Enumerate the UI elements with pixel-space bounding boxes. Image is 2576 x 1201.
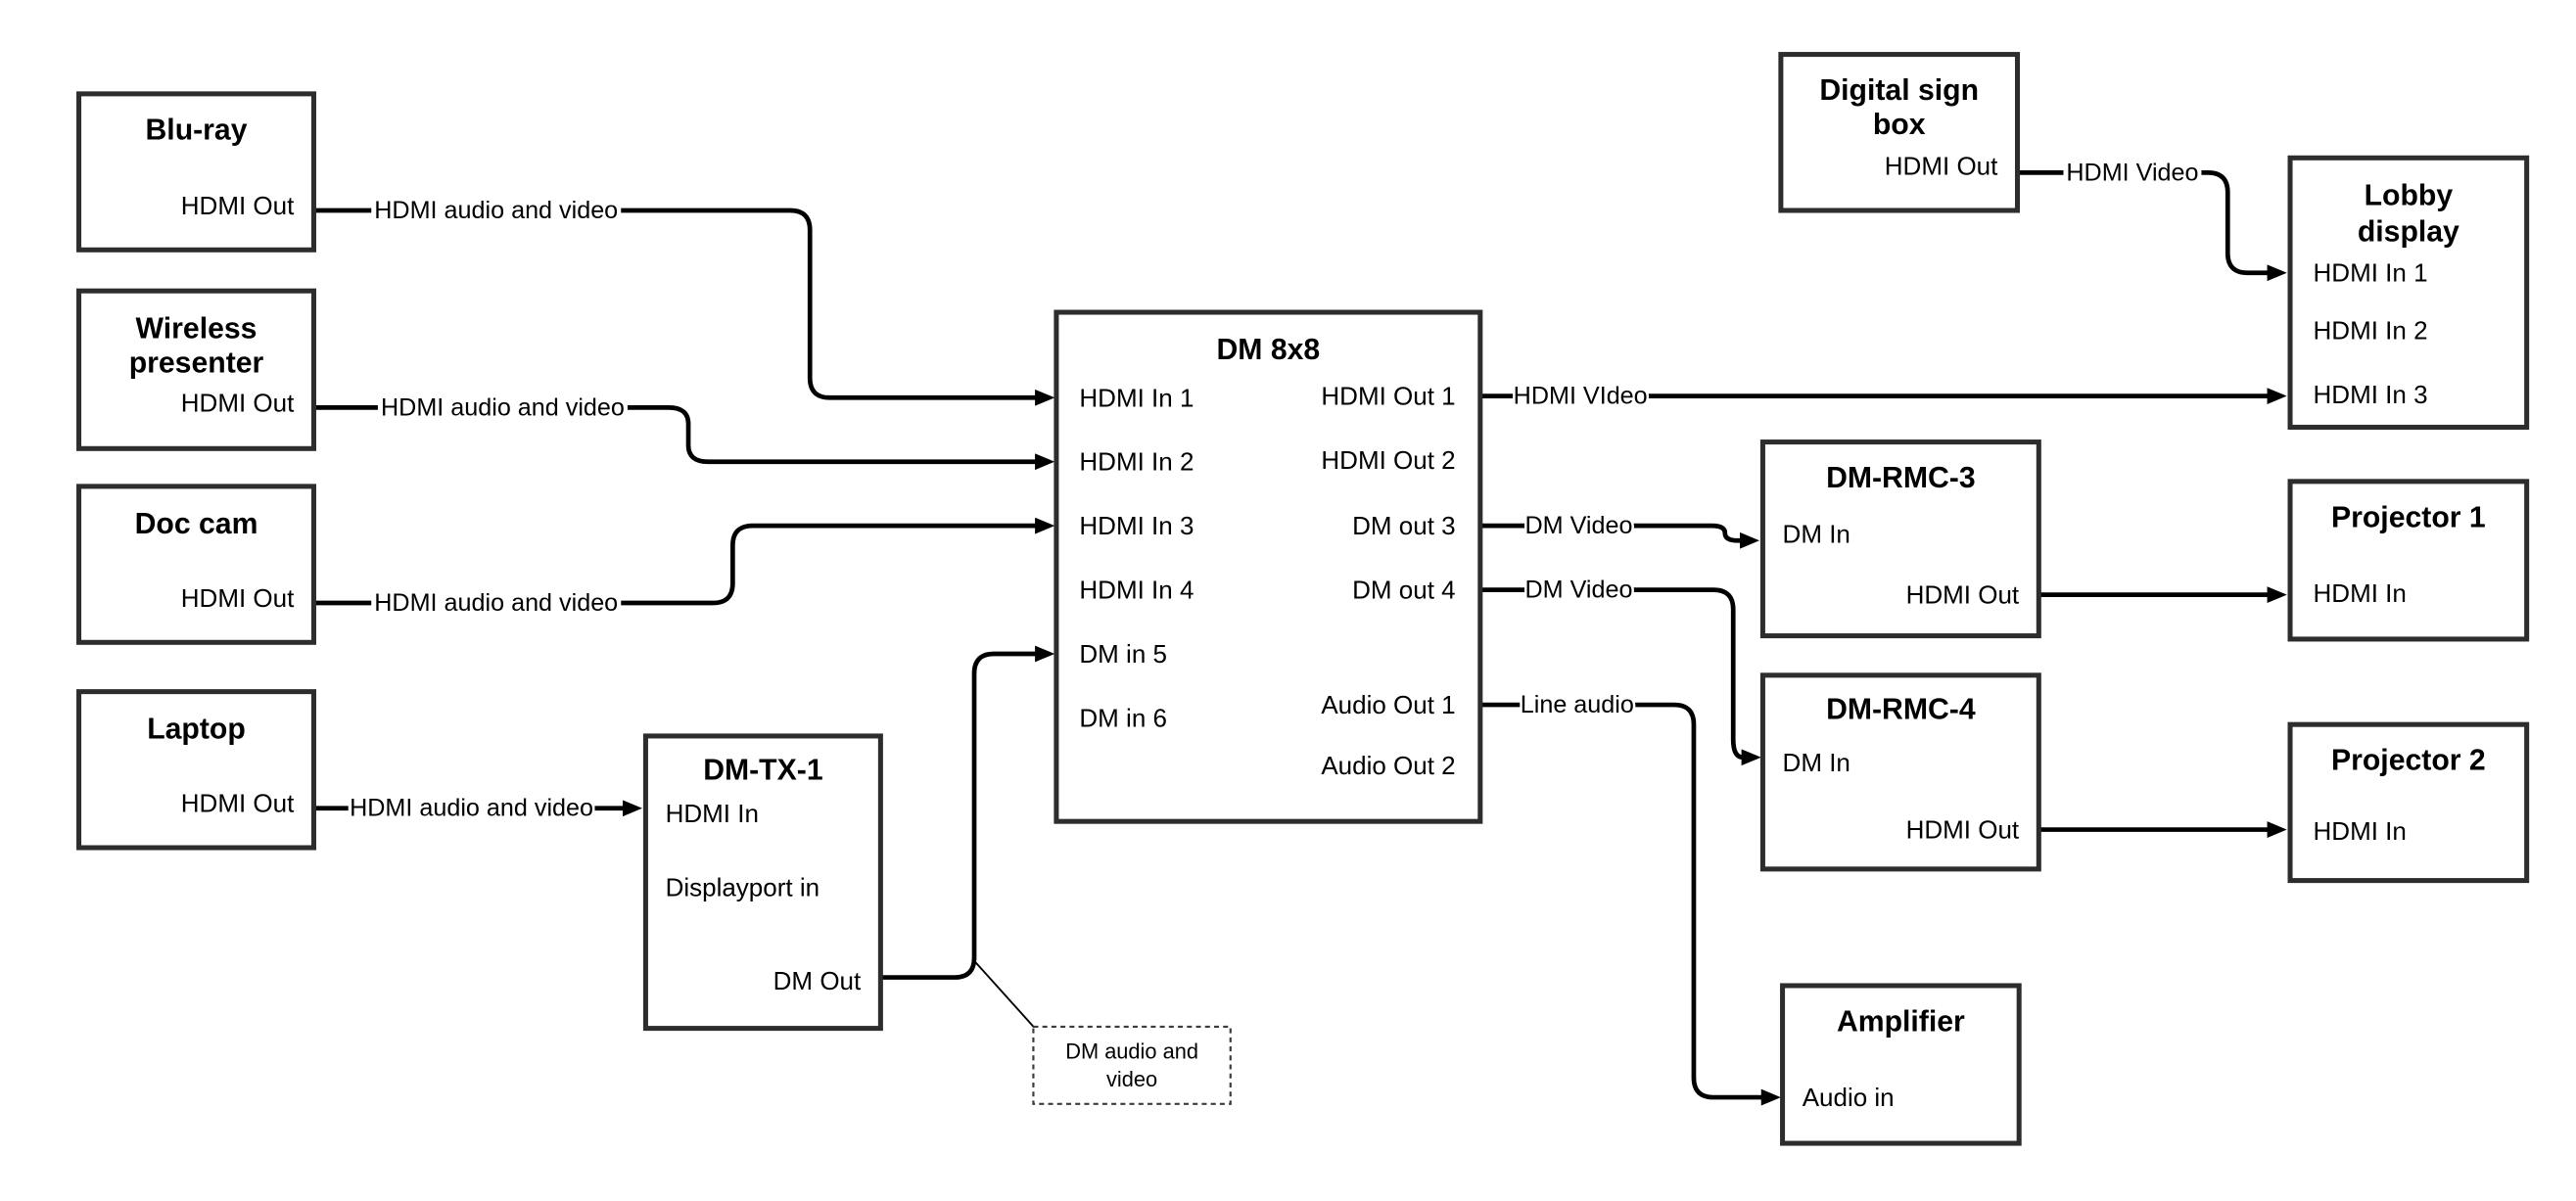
node-projector-1-port-hdmi-in: HDMI In bbox=[2314, 578, 2407, 608]
node-wireless-presenter-title-line1: Wireless bbox=[136, 312, 258, 345]
node-dm-rmc-4: DM-RMC-4 DM In HDMI Out bbox=[1759, 672, 2041, 872]
node-dm-rmc-4-port-hdmi-out: HDMI Out bbox=[1906, 815, 2020, 845]
node-dm-8x8: DM 8x8 HDMI In 1 HDMI In 2 HDMI In 3 HDM… bbox=[1054, 309, 1483, 824]
node-dm-tx-1-port-dm-out: DM Out bbox=[773, 966, 862, 995]
edge-doccam-to-dm8x8 bbox=[621, 517, 1055, 606]
node-dm-8x8-port-dm-in-6: DM in 6 bbox=[1079, 703, 1167, 732]
node-lobby-port-hdmi-in-3: HDMI In 3 bbox=[2314, 380, 2428, 409]
edge-label-bluray: HDMI audio and video bbox=[374, 197, 618, 224]
edge-audioout1-to-amplifier bbox=[1631, 702, 1781, 1106]
edge-labels: HDMI audio and video HDMI audio and vide… bbox=[348, 157, 2201, 824]
node-dm-8x8-port-hdmi-out-2: HDMI Out 2 bbox=[1321, 445, 1455, 475]
node-amplifier: Amplifier Audio in bbox=[1780, 983, 2022, 1146]
node-lobby-display: Lobby display HDMI In 1 HDMI In 2 HDMI I… bbox=[2287, 155, 2530, 430]
edge-dmout3-to-dmrmc3 bbox=[1631, 523, 1760, 549]
node-doc-cam-title: Doc cam bbox=[135, 508, 258, 540]
edge-label-hdmi-video-long: HDMI VIdeo bbox=[1514, 383, 1648, 410]
node-laptop-box bbox=[76, 689, 317, 851]
node-lobby-display-title-line1: Lobby bbox=[2365, 179, 2454, 211]
node-projector-1-box bbox=[2287, 479, 2530, 642]
node-digital-sign-box: Digital sign box HDMI Out bbox=[1778, 52, 2021, 213]
edge-label-dm-video-1: DM Video bbox=[1524, 512, 1632, 539]
node-dm-rmc-4-box bbox=[1759, 672, 2041, 872]
node-projector-1: Projector 1 HDMI In bbox=[2287, 479, 2530, 642]
node-dm-8x8-port-hdmi-in-2: HDMI In 2 bbox=[1079, 447, 1194, 477]
node-digital-sign-box-title-line1: Digital sign bbox=[1819, 74, 1979, 107]
edge-label-doccam: HDMI audio and video bbox=[374, 589, 618, 617]
node-bluray-title: Blu-ray bbox=[146, 114, 248, 146]
node-dm-rmc-4-title: DM-RMC-4 bbox=[1826, 694, 1976, 726]
edge-wireless-to-dm8x8 bbox=[627, 404, 1055, 471]
node-lobby-port-hdmi-in-1: HDMI In 1 bbox=[2314, 258, 2428, 288]
node-lobby-display-title-line2: display bbox=[2358, 215, 2459, 248]
node-digital-sign-box-title-line2: box bbox=[1873, 109, 1926, 141]
node-projector-2: Projector 2 HDMI In bbox=[2287, 721, 2530, 884]
node-dm-8x8-box bbox=[1054, 309, 1483, 824]
node-wireless-presenter-box bbox=[76, 288, 317, 451]
node-dm-rmc-3: DM-RMC-3 DM In HDMI Out bbox=[1759, 439, 2041, 639]
node-dm-rmc-3-box bbox=[1759, 439, 2041, 639]
callout-dm-audio-video-box bbox=[1032, 1025, 1232, 1105]
node-projector-2-box bbox=[2287, 721, 2530, 884]
node-dm-8x8-title: DM 8x8 bbox=[1217, 334, 1321, 366]
node-bluray: Blu-ray HDMI Out bbox=[76, 91, 317, 253]
edge-label-laptop: HDMI audio and video bbox=[350, 795, 593, 822]
edge-label-wireless: HDMI audio and video bbox=[381, 393, 625, 421]
node-bluray-box bbox=[76, 91, 317, 253]
edge-digitalsign-to-lobby bbox=[2201, 170, 2287, 282]
node-amplifier-port-audio-in: Audio in bbox=[1803, 1083, 1895, 1112]
callout-text-line1: DM audio and bbox=[1065, 1039, 1198, 1064]
node-laptop-title: Laptop bbox=[147, 714, 246, 746]
edge-bluray-to-dm8x8 bbox=[621, 208, 1055, 406]
node-wireless-presenter-title-line2: presenter bbox=[129, 347, 264, 380]
node-dm-8x8-port-hdmi-in-3: HDMI In 3 bbox=[1079, 511, 1194, 540]
node-dm-tx-1: DM-TX-1 HDMI In Displayport in DM Out bbox=[642, 733, 883, 1032]
node-bluray-port-hdmi-out: HDMI Out bbox=[181, 191, 295, 220]
node-lobby-display-box bbox=[2287, 155, 2530, 430]
node-dm-rmc-3-port-hdmi-out: HDMI Out bbox=[1906, 580, 2020, 610]
node-dm-8x8-port-hdmi-in-1: HDMI In 1 bbox=[1079, 383, 1194, 412]
node-doc-cam-port-hdmi-out: HDMI Out bbox=[181, 583, 295, 613]
node-dm-8x8-port-dm-out-4: DM out 4 bbox=[1352, 576, 1456, 605]
edge-label-line-audio: Line audio bbox=[1521, 691, 1634, 718]
node-lobby-port-hdmi-in-2: HDMI In 2 bbox=[2314, 315, 2428, 345]
edges bbox=[313, 170, 2287, 1106]
edge-dmout4-to-dmrmc4 bbox=[1631, 587, 1761, 766]
node-dm-rmc-4-port-dm-in: DM In bbox=[1783, 748, 1850, 777]
node-dm-8x8-port-audio-out-1: Audio Out 1 bbox=[1321, 690, 1455, 719]
node-dm-tx-1-port-displayport-in: Displayport in bbox=[666, 872, 820, 901]
node-dm-8x8-port-dm-out-3: DM out 3 bbox=[1352, 511, 1456, 540]
node-doc-cam-box bbox=[76, 484, 317, 645]
node-dm-8x8-port-dm-in-5: DM in 5 bbox=[1079, 639, 1167, 669]
node-projector-2-title: Projector 2 bbox=[2331, 745, 2486, 777]
node-dm-tx-1-port-hdmi-in: HDMI In bbox=[666, 799, 759, 828]
node-laptop-port-hdmi-out: HDMI Out bbox=[181, 789, 295, 818]
edge-label-dm-video-2: DM Video bbox=[1524, 577, 1632, 604]
node-dm-8x8-port-hdmi-in-4: HDMI In 4 bbox=[1079, 576, 1194, 605]
callout-leader-line bbox=[975, 961, 1036, 1030]
node-dm-rmc-3-title: DM-RMC-3 bbox=[1826, 462, 1976, 494]
node-projector-2-port-hdmi-in: HDMI In bbox=[2314, 816, 2407, 846]
node-amplifier-title: Amplifier bbox=[1837, 1005, 1965, 1038]
node-projector-1-title: Projector 1 bbox=[2331, 501, 2486, 533]
node-amplifier-box bbox=[1780, 983, 2022, 1146]
edge-dmtx1-to-dm8x8 bbox=[882, 645, 1055, 980]
node-digital-sign-port-hdmi-out: HDMI Out bbox=[1885, 152, 1998, 181]
edge-label-hdmi-video-short: HDMI Video bbox=[2066, 159, 2198, 186]
node-wireless-port-hdmi-out: HDMI Out bbox=[181, 388, 295, 417]
node-digital-sign-box-box bbox=[1778, 52, 2021, 213]
node-dm-8x8-port-audio-out-2: Audio Out 2 bbox=[1321, 751, 1455, 780]
callout-dm-audio-video: DM audio and video bbox=[1032, 1025, 1232, 1105]
node-dm-8x8-port-hdmi-out-1: HDMI Out 1 bbox=[1321, 382, 1455, 411]
node-dm-rmc-3-port-dm-in: DM In bbox=[1783, 520, 1850, 549]
node-dm-tx-1-title: DM-TX-1 bbox=[703, 755, 822, 787]
callout-text-line2: video bbox=[1106, 1067, 1157, 1091]
node-wireless-presenter: Wireless presenter HDMI Out bbox=[76, 288, 317, 451]
node-laptop: Laptop HDMI Out bbox=[76, 689, 317, 851]
node-dm-tx-1-box bbox=[642, 733, 883, 1032]
node-doc-cam: Doc cam HDMI Out bbox=[76, 484, 317, 645]
